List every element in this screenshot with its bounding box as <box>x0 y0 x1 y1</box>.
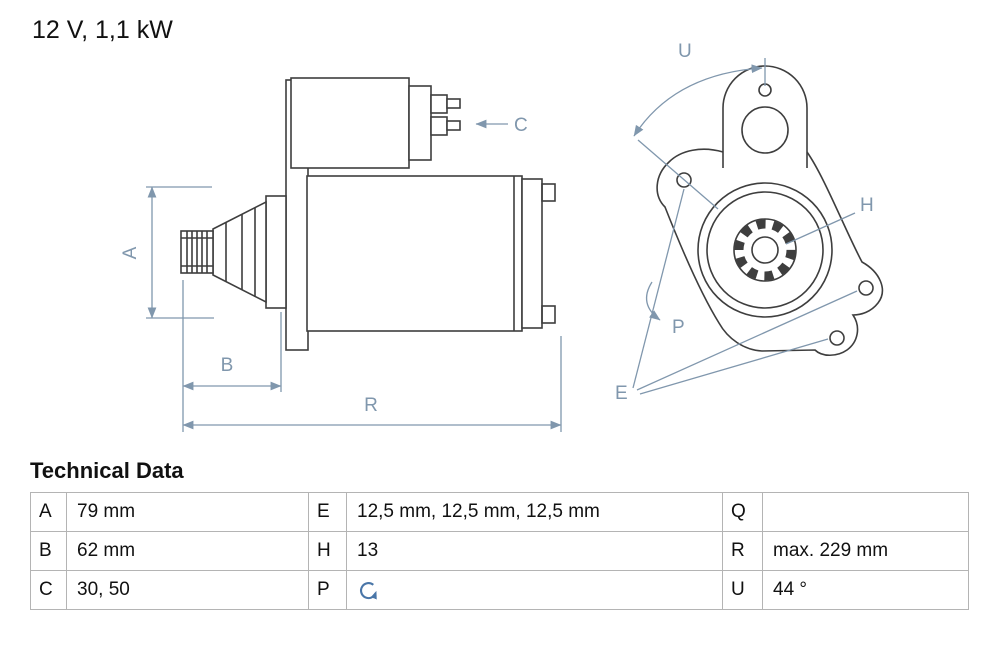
spec-value-h: 13 <box>346 531 723 571</box>
spec-value-r: max. 229 mm <box>762 531 969 571</box>
technical-drawing: A B R C U H P E <box>120 41 884 432</box>
dimension-b <box>182 280 282 432</box>
spec-value-a: 79 mm <box>66 492 309 532</box>
table-row: A 79 mm E 12,5 mm, 12,5 mm, 12,5 mm Q <box>30 492 969 532</box>
dim-label-r: R <box>364 395 378 416</box>
solenoid-cap <box>408 85 432 161</box>
through-bolt-top <box>541 183 556 202</box>
table-row: C 30, 50 P U 44 ° <box>30 570 969 610</box>
dim-label-p: P <box>672 317 685 338</box>
spec-key-u: U <box>722 570 763 610</box>
motor-housing <box>306 175 523 332</box>
spec-key-q: Q <box>722 492 763 532</box>
table-row: B 62 mm H 13 R max. 229 mm <box>30 531 969 571</box>
dimension-u <box>633 58 766 210</box>
bolt-hole-right <box>858 280 874 296</box>
dimension-p <box>645 281 661 321</box>
spec-value-c: 30, 50 <box>66 570 309 610</box>
spec-key-p: P <box>308 570 347 610</box>
bolt-hole-bottom <box>829 330 845 346</box>
spec-key-c: C <box>30 570 67 610</box>
end-cap <box>521 178 543 329</box>
starter-end-view <box>656 65 884 357</box>
dimension-r <box>182 336 562 432</box>
bolt-hole-top-left <box>676 172 692 188</box>
dimension-labels: A B R C U H P E <box>120 41 874 416</box>
rotation-direction-icon <box>360 582 377 600</box>
technical-drawing-svg: A B R C U H P E <box>120 41 884 432</box>
through-bolt-bottom <box>541 305 556 324</box>
dim-label-u: U <box>678 41 692 62</box>
dim-label-h: H <box>860 195 874 216</box>
starter-side-view <box>180 77 556 351</box>
spec-key-h: H <box>308 531 347 571</box>
technical-data-heading: Technical Data <box>30 458 184 483</box>
ear-large-hole <box>741 106 789 154</box>
spec-value-b: 62 mm <box>66 531 309 571</box>
terminal-stud-lower <box>446 120 461 131</box>
terminal-stud-upper <box>446 98 461 109</box>
spec-value-p <box>346 570 723 610</box>
dim-label-a: A <box>120 246 141 259</box>
solenoid-body <box>290 77 410 169</box>
dimension-a <box>146 186 214 319</box>
spec-key-a: A <box>30 492 67 532</box>
terminal-upper <box>430 94 448 114</box>
spec-value-q <box>762 492 969 532</box>
bearing-boss-inner <box>706 191 824 309</box>
dimension-lines <box>146 58 858 432</box>
spec-key-e: E <box>308 492 347 532</box>
flange-outline <box>656 148 884 357</box>
dim-label-b: B <box>221 355 234 376</box>
spec-value-u: 44 ° <box>762 570 969 610</box>
drive-housing-cone <box>212 200 267 304</box>
spline-outer <box>733 218 797 282</box>
dimension-e <box>632 188 858 395</box>
product-spec-title: 12 V, 1,1 kW <box>32 16 173 44</box>
dim-label-e: E <box>615 383 628 404</box>
drive-housing-step <box>265 195 287 309</box>
spline-bore <box>751 236 779 264</box>
spline-teeth <box>734 219 796 281</box>
spec-key-r: R <box>722 531 763 571</box>
dimension-h <box>785 212 856 245</box>
bearing-boss-outer <box>697 182 833 318</box>
technical-data-table: A 79 mm E 12,5 mm, 12,5 mm, 12,5 mm Q B … <box>30 492 969 610</box>
dim-label-c: C <box>514 115 528 136</box>
spec-key-b: B <box>30 531 67 571</box>
spec-value-e: 12,5 mm, 12,5 mm, 12,5 mm <box>346 492 723 532</box>
terminal-lower <box>430 116 448 136</box>
